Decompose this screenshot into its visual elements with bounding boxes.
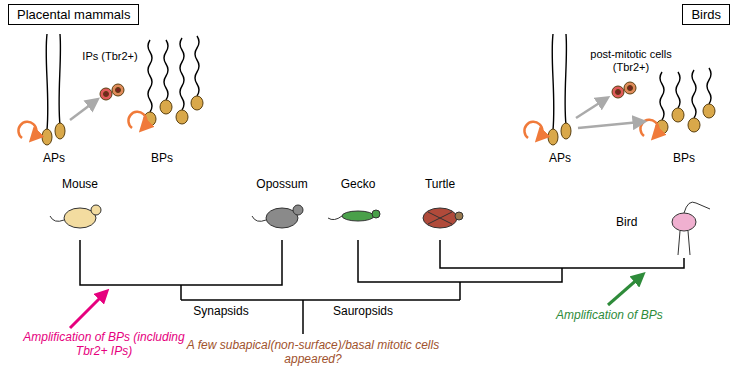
header-box: Birds (682, 4, 730, 25)
annotation: Amplification of BPs (including Tbr2+ IP… (14, 331, 194, 359)
label: post-mitotic cells (Tbr2+) (588, 48, 674, 73)
animal-icons (50, 202, 710, 255)
header-box: Placental mammals (8, 4, 139, 25)
arrows-left (18, 102, 146, 138)
amplification-arrow (608, 277, 640, 305)
header-text: Birds (691, 7, 721, 22)
label: BPs (664, 152, 704, 166)
label: Turtle (408, 178, 472, 192)
label: Opossum (246, 178, 318, 192)
amplification-arrow (70, 294, 104, 328)
label: BPs (142, 152, 182, 166)
label: Sauropsids (318, 305, 408, 319)
label: Bird (616, 216, 666, 230)
label: IPs (Tbr2+) (82, 50, 138, 63)
label: Mouse (48, 178, 112, 192)
cell-illustration-right (552, 34, 711, 130)
cell-illustration-left (46, 34, 199, 130)
header-text: Placental mammals (17, 7, 130, 22)
annotation: Amplification of BPs (556, 309, 726, 323)
label: APs (540, 152, 580, 166)
annotation: A few subapical(non-surface)/basal mitot… (178, 339, 448, 367)
arrows-right (524, 100, 658, 138)
cells-left (42, 84, 203, 145)
cells-right (548, 82, 715, 145)
label: Gecko (326, 178, 390, 192)
label: Synapsids (176, 305, 266, 319)
label: APs (34, 152, 74, 166)
